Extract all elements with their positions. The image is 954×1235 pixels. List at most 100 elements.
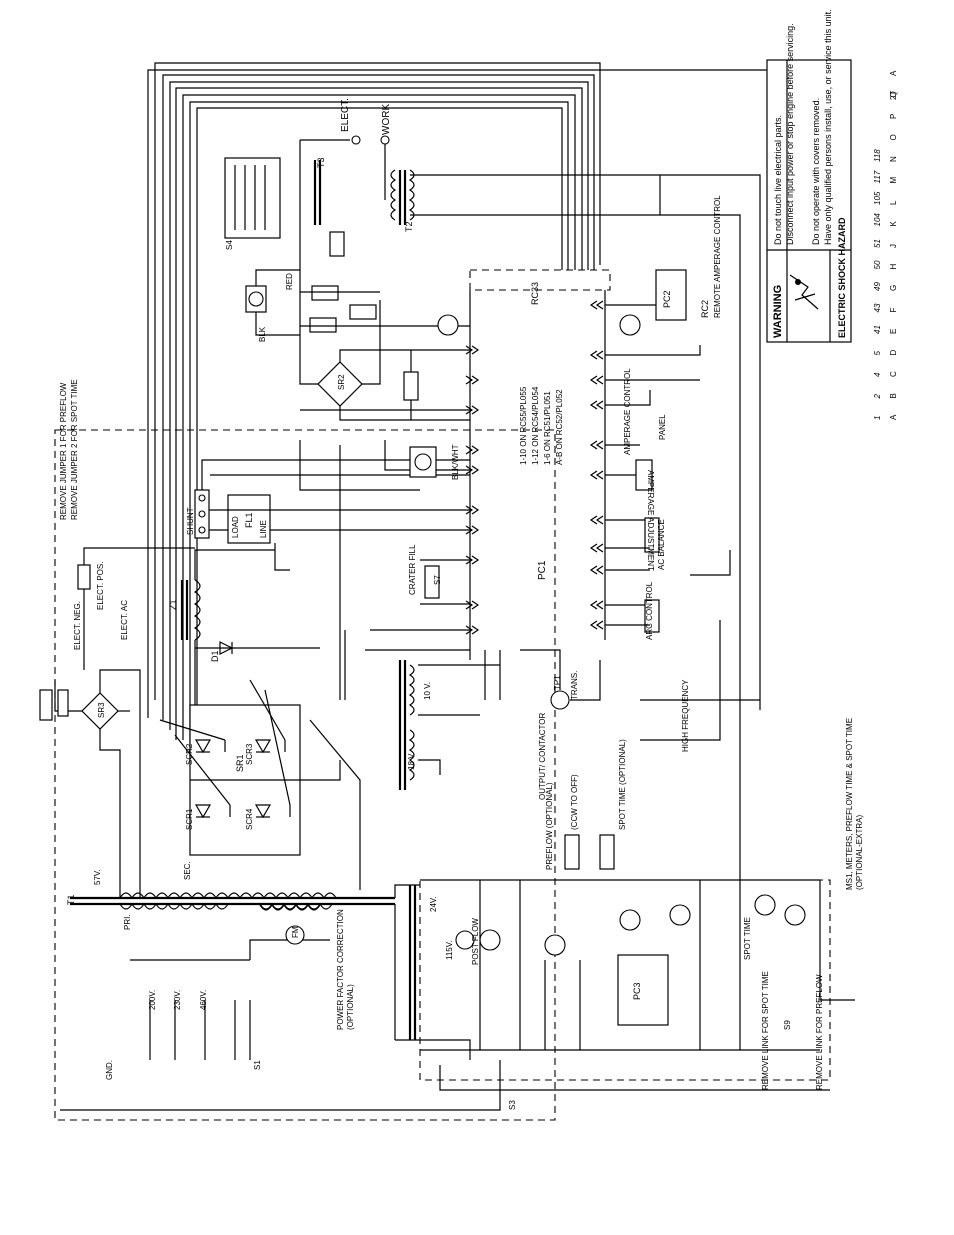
terminal-number: 104 <box>873 213 882 227</box>
sr3-bridge <box>39 669 141 898</box>
arc-control: ARC CONTROL <box>645 581 654 640</box>
ammeter <box>409 446 437 478</box>
v200-label: 200V. <box>148 990 157 1010</box>
warning-box <box>766 59 852 343</box>
scr-cluster <box>189 704 341 856</box>
s1-label: S1 <box>253 1060 262 1070</box>
component-labels: ELECT. WORK T1 T2 T3 Z1 D1 SR1 SR2 SR3 S… <box>66 98 792 1110</box>
fm-label: FM <box>291 926 300 938</box>
pc1-pin <box>465 525 480 535</box>
terminal-letter: B <box>889 393 898 398</box>
pc1-pin <box>465 600 480 610</box>
v57-label: 57V. <box>93 869 102 885</box>
s4-switch <box>224 157 281 239</box>
pc1-pin <box>589 600 604 610</box>
terminal-letter: F <box>889 308 898 313</box>
pc1-pin <box>589 350 604 360</box>
pc1-right-terminals <box>589 300 604 630</box>
red-label: RED <box>285 273 294 290</box>
rc33-label: RC33 <box>530 282 540 305</box>
hazard-label: ELECTRIC SHOCK HAZARD <box>837 217 847 338</box>
pc1-pin <box>465 345 480 355</box>
ccw-to-off: (CCW TO OFF) <box>570 774 579 830</box>
sr2-label: SR2 <box>337 374 346 390</box>
pc1-left-terminals <box>465 345 480 635</box>
ms1-note: MS1, METERS, PREFLOW TIME & SPOT TIME <box>845 718 854 890</box>
rc-map-4: A-B ON RC52/PL052 <box>555 389 564 465</box>
sr1-label: SR1 <box>235 754 245 772</box>
sr3-label: SR3 <box>97 702 106 718</box>
pri-label: PRI. <box>123 914 132 930</box>
elect-ac: ELECT. AC <box>120 600 129 640</box>
terminal-number: 118 <box>873 149 882 162</box>
terminal-number: 41 <box>873 325 882 334</box>
t1-transformer <box>70 884 420 1040</box>
output-contactor: OUTPUT/ CONTACTOR <box>538 713 547 800</box>
terminal-letter: A <box>889 70 898 76</box>
trans-label: TRANS. <box>570 671 579 700</box>
relay-section <box>420 834 855 1051</box>
terminal-letter: G <box>889 285 898 291</box>
rc-map-1: 1-10 ON RC55/PL055 <box>519 386 528 465</box>
amperage-control: AMPERAGE CONTROL <box>623 368 632 455</box>
ms1-sub: (OPTIONAL-EXTRA) <box>855 815 864 890</box>
aux-transformer <box>398 649 601 790</box>
terminal-letter: D <box>889 350 898 356</box>
terminal-number: 50 <box>873 260 882 269</box>
v230-label: 230V. <box>173 990 182 1010</box>
terminal-letter: E <box>889 329 898 334</box>
remove-link-spot: REMOVE LINK FOR SPOT TIME <box>761 971 770 1090</box>
pc1-pin <box>465 465 480 475</box>
warning-bullet-2: Disconnect input power or stop engine be… <box>785 23 795 245</box>
input-switch <box>130 903 330 1060</box>
terminal-number: 5 <box>873 351 882 356</box>
rc-map-2: 1-12 ON RC54/PL054 <box>531 386 540 465</box>
shunt-fl1 <box>194 459 470 571</box>
pc1-pin <box>589 300 604 310</box>
fl1-label: FL1 <box>244 512 254 528</box>
scr3-label: SCR3 <box>245 743 254 765</box>
s9-label: S9 <box>783 1020 792 1030</box>
pc1-pin <box>465 625 480 635</box>
elect-label: ELECT. <box>340 98 351 132</box>
scr1-label: SCR1 <box>185 808 194 830</box>
z1-inductor <box>77 547 320 705</box>
jumper1-note: REMOVE JUMPER 1 FOR PREFLOW <box>59 382 68 520</box>
warning-text: WARNING Do not touch live electrical par… <box>772 9 847 338</box>
terminal-letter: C <box>889 371 898 377</box>
pc1-pin <box>589 470 604 480</box>
s3-label: S3 <box>508 1100 517 1110</box>
top-harness <box>147 62 820 760</box>
tp1-label: TP1 <box>553 675 562 690</box>
crater-fill: CRATER FILL <box>408 544 417 595</box>
terminal-number: 51 <box>873 239 882 248</box>
t2-transformer <box>390 169 761 880</box>
terminal-number: 117 <box>873 170 882 183</box>
pc2-label: PC2 <box>662 290 672 308</box>
ac-balance: AC BALANCE <box>657 519 666 570</box>
pc1-pin <box>589 543 604 553</box>
rc33-terminal-strip <box>469 269 611 660</box>
terminal-number: 4 <box>873 372 882 377</box>
gate-wiring <box>159 679 361 890</box>
crater-fill <box>420 559 470 605</box>
work-label: WORK <box>381 104 392 135</box>
t1-label: T1 <box>66 894 76 905</box>
warning-title: WARNING <box>772 285 784 338</box>
scr4-label: SCR4 <box>245 808 254 830</box>
pc1-pin <box>465 555 480 565</box>
high-freq: HIGH FREQUENCY <box>681 679 690 752</box>
terminal-letter: L <box>889 200 898 205</box>
terminal-letter: O <box>889 134 898 140</box>
spot-time-opt: SPOT TIME (OPTIONAL) <box>618 739 627 830</box>
pc1-pin <box>589 375 604 385</box>
s7-label: S7 <box>433 575 442 585</box>
warning-bullet-4: Have only qualified persons install, use… <box>823 9 833 245</box>
notes: REMOVE JUMPER 1 FOR PREFLOW REMOVE JUMPE… <box>59 379 864 1090</box>
control-transformer <box>60 885 830 1111</box>
terminal-letter: N <box>889 156 898 162</box>
s4-label: S4 <box>225 240 234 250</box>
pc3-label: PC3 <box>632 982 642 1000</box>
pc1-pin <box>465 445 480 455</box>
